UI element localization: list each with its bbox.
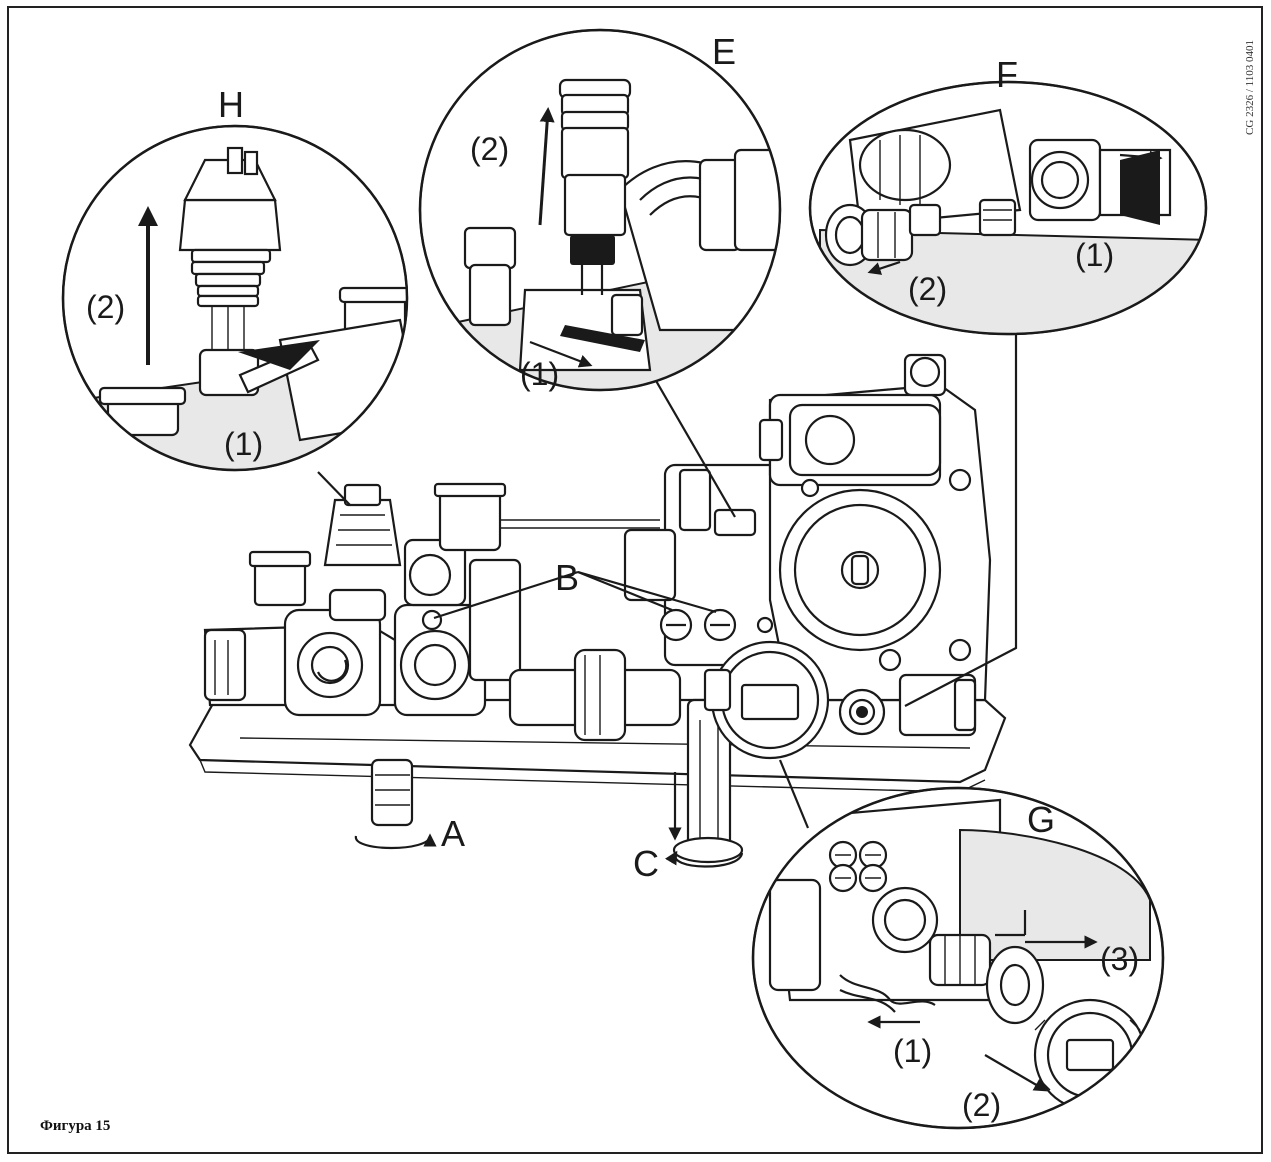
step-g-2: (2) <box>962 1087 1001 1123</box>
label-h: H <box>218 84 244 125</box>
detail-e <box>418 28 782 392</box>
detail-f <box>808 80 1208 336</box>
detail-g <box>751 786 1165 1130</box>
label-b: B <box>555 557 579 598</box>
step-e-2: (2) <box>470 131 509 167</box>
label-g: G <box>1027 799 1055 840</box>
document-code: CG 2326 / 1103 0401 <box>1244 40 1256 135</box>
step-g-3: (3) <box>1100 941 1139 977</box>
label-f: F <box>996 54 1018 95</box>
main-assembly <box>188 353 1007 868</box>
label-c: C <box>633 843 659 884</box>
step-g-1: (1) <box>893 1033 932 1069</box>
figure-caption: Фигура 15 <box>40 1118 111 1134</box>
step-f-2: (2) <box>908 271 947 307</box>
step-h-1: (1) <box>224 426 263 462</box>
step-e-1: (1) <box>520 356 559 392</box>
step-f-1: (1) <box>1075 237 1114 273</box>
label-e: E <box>712 31 736 72</box>
label-a: A <box>441 813 465 854</box>
step-h-2: (2) <box>86 289 125 325</box>
